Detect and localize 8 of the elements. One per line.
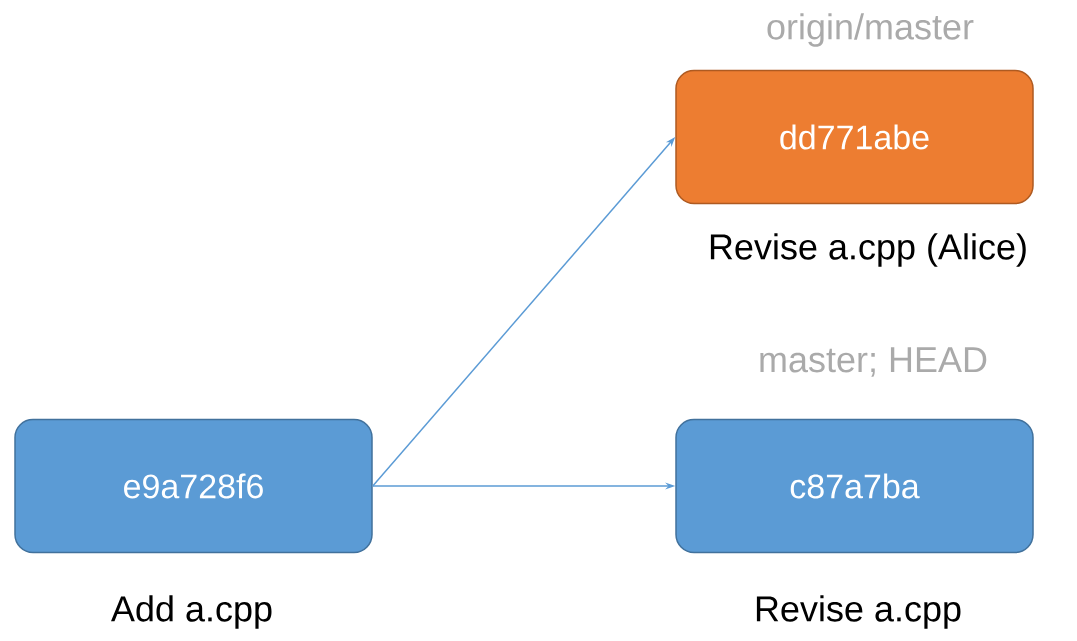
commit-box: c87a7ba — [675, 418, 1034, 554]
commit-message: Add a.cpp — [111, 595, 272, 629]
branch-label: master; HEAD — [760, 347, 987, 377]
commit-box: e9a728f6 — [14, 418, 373, 554]
commit-message: Revise a.cpp (Alice) — [710, 233, 1026, 267]
commit-message: Revise a.cpp — [756, 595, 961, 629]
branch-label: origin/master — [767, 13, 974, 47]
commit-box: dd771abe — [675, 69, 1034, 205]
